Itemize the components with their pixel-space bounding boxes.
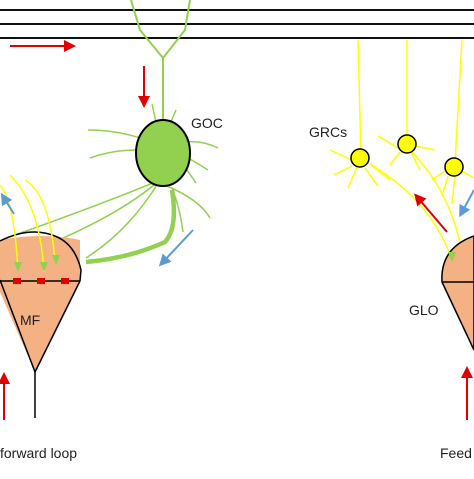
goc-label: GOC [191,115,223,131]
excitatory-arrow [414,193,448,233]
granule-cell-soma [350,148,370,168]
inhibitory-arrow [158,229,194,267]
glo-label: GLO [409,302,439,318]
mf-label: MF [20,312,40,328]
right-caption: Feed [440,445,472,461]
grc-axons [357,39,463,164]
synapse [37,278,45,284]
goc-apical-dendrite [130,0,191,122]
inhibitory-arrow [0,192,15,215]
golgi-cell-soma [135,119,191,187]
parallel-fibers [0,9,474,39]
mossy-fiber-glomerulus-right [441,235,474,351]
left-caption: forward loop [0,445,77,461]
grc-terminals-left [14,255,60,272]
inhibitory-arrow [459,189,474,218]
synapses-left [13,278,69,284]
mossy-fiber-glomerulus-left [0,231,82,418]
synapse [13,278,21,284]
grcs-label: GRCs [309,124,347,140]
synapse [61,278,69,284]
granule-cell-soma [444,157,464,177]
granule-cell-soma [397,134,417,154]
grc-dendrites-left [0,174,56,273]
